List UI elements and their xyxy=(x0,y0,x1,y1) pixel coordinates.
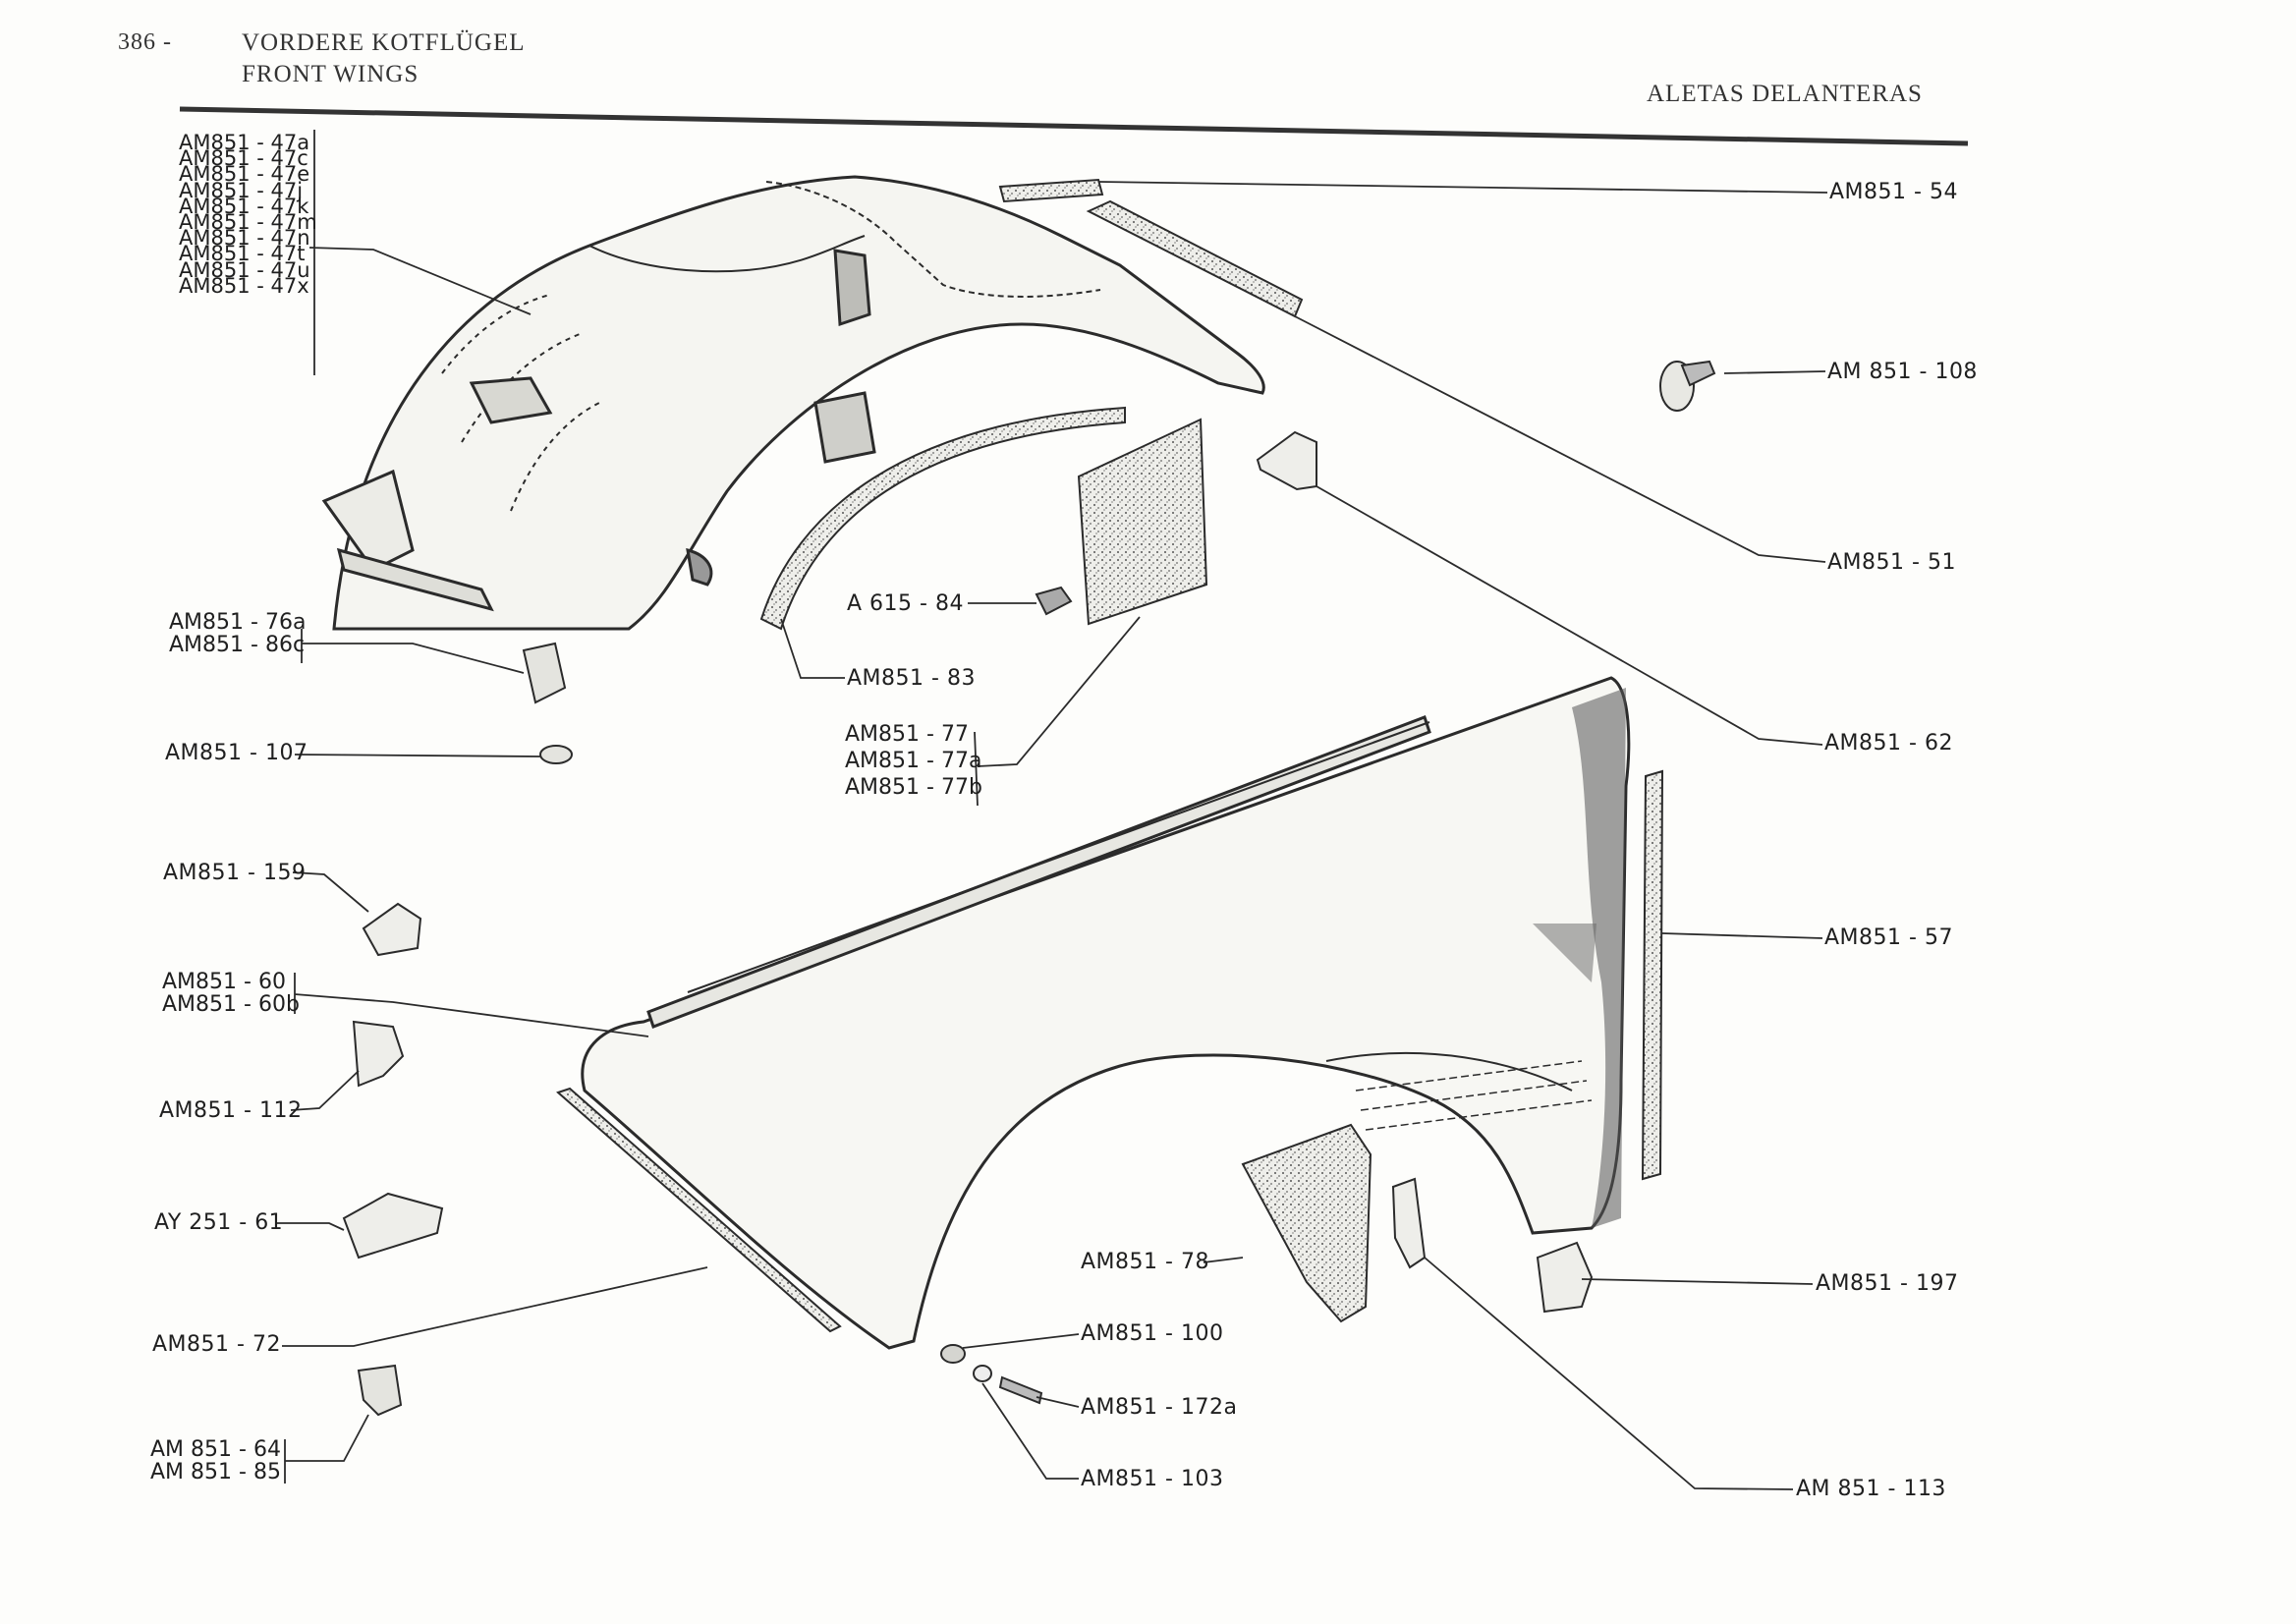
label-am851-107: AM851 - 107 xyxy=(165,741,308,765)
label-am851-72: AM851 - 72 xyxy=(152,1332,281,1357)
part-label: AM851 - 86c xyxy=(169,633,306,657)
label-group-am851-77: AM851 - 77 AM851 - 77a AM851 - 77b xyxy=(845,721,982,801)
part-label: AM851 - 60 xyxy=(162,970,286,994)
label-ay251-61: AY 251 - 61 xyxy=(154,1210,284,1235)
title-en: FRONT WINGS xyxy=(242,61,420,87)
part-label: AM851 - 60b xyxy=(162,992,300,1017)
strip-57 xyxy=(1641,769,1664,1181)
plate-78 xyxy=(1241,1123,1372,1323)
part-label: AM851 - 47m xyxy=(179,209,317,234)
washer-107 xyxy=(539,745,573,764)
label-am851-197: AM851 - 197 xyxy=(1816,1271,1959,1296)
leader-lines xyxy=(277,130,1828,1490)
part-label: AM851 - 47t xyxy=(179,242,306,266)
part-label: AM851 - 47c xyxy=(179,146,308,171)
label-am851-103: AM851 - 103 xyxy=(1081,1467,1224,1491)
label-am851-159: AM851 - 159 xyxy=(163,861,307,885)
part-label: AM851 - 47u xyxy=(179,257,310,282)
label-a615-84: A 615 - 84 xyxy=(847,591,964,616)
part-label: AM851 - 47e xyxy=(179,162,310,187)
bracket-197 xyxy=(1536,1241,1594,1314)
part-label: AM851 - 77a xyxy=(845,749,982,773)
part-label: AM851 - 47n xyxy=(179,226,310,251)
bracket-76a xyxy=(522,642,567,704)
bracket-113 xyxy=(1391,1177,1427,1269)
part-label: AM851 - 47a xyxy=(179,131,310,154)
page-number: 386 - xyxy=(118,29,172,55)
sealing-strip-51 xyxy=(1086,199,1304,318)
title-es: ALETAS DELANTERAS xyxy=(1647,81,1923,107)
part-label: AM851 - 77 xyxy=(845,722,969,747)
header-rule xyxy=(179,106,1969,146)
label-am851-78: AM851 - 78 xyxy=(1081,1250,1209,1274)
nut-100 xyxy=(940,1344,966,1364)
screw-172a xyxy=(998,1375,1043,1405)
part-label: AM851 - 47j xyxy=(179,178,304,202)
part-label: AM 851 - 64 xyxy=(150,1437,281,1462)
part-label: AM851 - 47x xyxy=(179,273,309,298)
bracket-62 xyxy=(1256,430,1317,491)
label-am851-172a: AM851 - 172a xyxy=(1081,1395,1238,1420)
label-am851-113: AM 851 - 113 xyxy=(1796,1477,1946,1501)
washer-103 xyxy=(973,1365,992,1382)
part-label: AM851 - 77b xyxy=(845,775,982,800)
label-am851-62: AM851 - 62 xyxy=(1824,731,1953,756)
title-de: VORDERE KOTFLÜGEL xyxy=(242,29,526,56)
part-label: AM 851 - 85 xyxy=(150,1460,281,1484)
label-am851-57: AM851 - 57 xyxy=(1824,925,1953,950)
gasket-strip-54 xyxy=(998,178,1104,203)
part-label: AM851 - 47k xyxy=(179,194,309,218)
label-am851-108: AM 851 - 108 xyxy=(1827,360,1978,384)
label-am851-83: AM851 - 83 xyxy=(847,666,976,691)
front-wing xyxy=(581,676,1631,1350)
label-group-am851-60: AM851 - 60 AM851 - 60b xyxy=(162,971,300,1016)
arch-seal-83 xyxy=(759,406,1126,631)
label-am851-112: AM851 - 112 xyxy=(159,1098,303,1123)
label-am851-54: AM851 - 54 xyxy=(1829,180,1958,204)
label-group-am851-76: AM851 - 76a AM851 - 86c xyxy=(169,611,306,656)
label-group-am851-64: AM 851 - 64 AM 851 - 85 xyxy=(150,1438,281,1484)
clip-a615-84 xyxy=(1035,586,1073,616)
bracket-ay251-61 xyxy=(342,1192,444,1260)
hook-112 xyxy=(352,1020,405,1088)
inner-wheel-arch xyxy=(321,175,1265,631)
label-am851-51: AM851 - 51 xyxy=(1827,550,1956,575)
part-label: AM851 - 76a xyxy=(169,610,307,635)
label-group-am851-47: AM851 - 47a AM851 - 47c AM851 - 47e AM85… xyxy=(179,131,317,298)
seal-72 xyxy=(556,1087,842,1333)
label-am851-100: AM851 - 100 xyxy=(1081,1321,1224,1346)
clamp-64 xyxy=(357,1364,403,1417)
plate-77 xyxy=(1077,418,1208,626)
bracket-159 xyxy=(362,902,422,957)
plug-108 xyxy=(1659,360,1716,412)
